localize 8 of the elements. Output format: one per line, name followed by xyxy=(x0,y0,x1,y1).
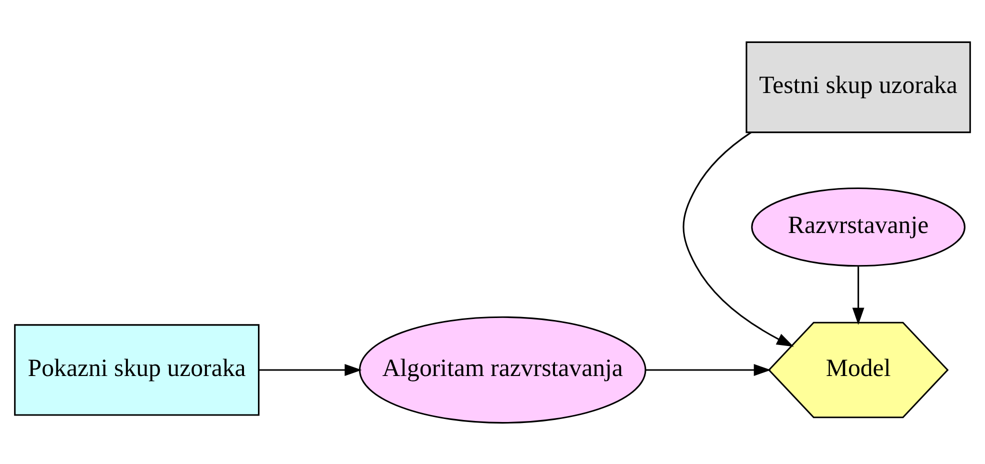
arrow xyxy=(852,266,864,324)
arrow xyxy=(682,131,794,346)
node-ellipse: Algoritam razvrstavanja xyxy=(358,316,646,424)
arrow xyxy=(259,363,362,376)
node-box: Testni skup uzoraka xyxy=(746,40,971,133)
node-ellipse: Razvrstavanje xyxy=(751,186,966,266)
node-box: Pokazni skup uzoraka xyxy=(14,324,260,416)
arrow xyxy=(646,363,771,376)
